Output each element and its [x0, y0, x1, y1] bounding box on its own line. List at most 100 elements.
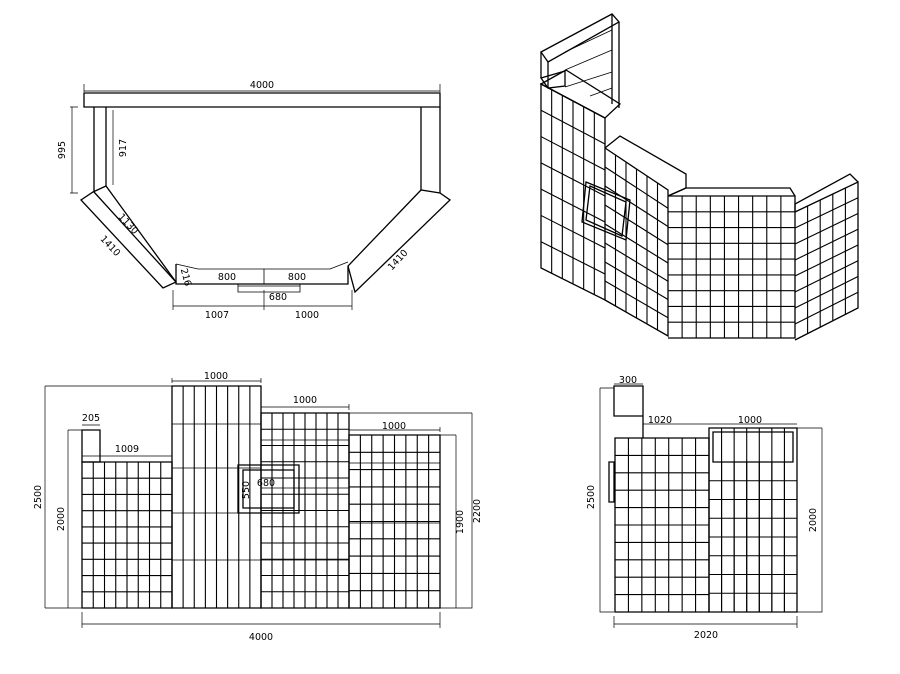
plan-left-diagonal-inner — [93, 191, 177, 283]
plan-front — [175, 264, 349, 285]
grid-horizontal — [794, 213, 859, 245]
plan-dim-niche: 680 — [269, 292, 287, 303]
plan-dim-short: 216 — [178, 267, 193, 287]
side-dim-height-max-label: 2500 — [586, 485, 597, 509]
front-elevation: 1000 1000 1000 1009 205 680 550 4000 250… — [33, 371, 483, 643]
side-tile-grid — [615, 428, 797, 612]
front-dim-height-right-inner — [440, 434, 457, 609]
plan-dim-seg-right: 800 — [288, 272, 306, 283]
grid-horizontal — [540, 241, 606, 275]
iso-col1-top — [539, 69, 622, 119]
side-dim-post-label: 300 — [619, 375, 637, 386]
side-elevation: 300 1020 1000 2500 2000 2020 — [586, 375, 823, 641]
plan-dim-diag-right: 1410 — [386, 248, 411, 273]
plan-left-wall — [93, 107, 107, 192]
plan-dim-diag-inner: 1130 — [116, 212, 141, 237]
front-dim-post-label: 205 — [82, 413, 100, 424]
plan-right-wall — [420, 107, 441, 193]
plan-left-diagonal — [80, 185, 177, 289]
grid-horizontal — [540, 214, 606, 249]
plan-dim-depth-outer: 995 — [57, 141, 68, 159]
front-dim-col2 — [171, 378, 262, 383]
plan-dim-depth-inner: 917 — [118, 139, 129, 157]
grid-horizontal — [540, 188, 606, 223]
plan-view: 4000 995 917 1130 1410 1410 216 800 800 … — [57, 80, 452, 321]
front-dim-height-left-label: 2000 — [56, 507, 67, 531]
grid-horizontal — [604, 185, 669, 227]
front-dim-col3-label: 1000 — [293, 395, 317, 406]
iso-col2 — [604, 147, 669, 338]
iso-back-top — [540, 13, 621, 63]
front-dim-height-left — [67, 429, 82, 608]
front-dim-total-label: 4000 — [249, 632, 273, 643]
side-dim-left-label: 1020 — [648, 415, 672, 426]
grid-horizontal — [794, 276, 859, 309]
grid-horizontal — [794, 291, 859, 325]
grid-horizontal — [604, 242, 669, 282]
grid-horizontal — [794, 228, 859, 261]
front-dim-height-max-label: 2500 — [33, 485, 44, 509]
front-dim-col3 — [260, 404, 350, 410]
grid-horizontal — [540, 136, 606, 171]
plan-top-rail — [83, 92, 441, 108]
front-dim-niche-h-label: 550 — [241, 481, 252, 499]
grid-horizontal — [604, 166, 669, 209]
grid-horizontal — [604, 280, 669, 319]
side-dim-height-right-label: 2000 — [808, 508, 819, 532]
grid-horizontal — [794, 197, 859, 229]
front-dim-height-max — [44, 385, 172, 609]
front-niche — [237, 464, 300, 514]
iso-back-shelves — [564, 29, 613, 97]
isometric-tile-grid — [540, 89, 859, 338]
grid-horizontal — [540, 109, 606, 145]
side-dim-height-max-line — [599, 387, 614, 613]
grid-horizontal — [794, 244, 859, 277]
front-tile-grid — [82, 386, 440, 609]
front-dim-height-right-outer-label: 2200 — [472, 499, 483, 523]
iso-niche — [581, 181, 631, 241]
plan-niche-outline — [237, 284, 301, 293]
grid-horizontal — [604, 204, 669, 246]
plan-depth-dim-line — [70, 106, 78, 194]
plan-right-diagonal — [347, 189, 452, 294]
plan-dim-width: 4000 — [250, 80, 274, 91]
grid-horizontal — [540, 162, 606, 197]
front-dim-total — [81, 612, 441, 628]
side-right-block — [708, 427, 798, 613]
front-dim-height-right-inner-label: 1900 — [455, 510, 466, 534]
grid-horizontal — [604, 223, 669, 264]
grid-horizontal — [604, 261, 669, 300]
front-dim-col2-label: 1000 — [204, 371, 228, 382]
side-top-panel — [712, 431, 794, 463]
iso-col4-top — [794, 173, 859, 212]
plan-dim-diag-outer: 1410 — [98, 234, 123, 259]
iso-col4 — [794, 180, 859, 341]
plan-width-dim-line — [83, 84, 441, 92]
side-dim-right-label: 1000 — [738, 415, 762, 426]
grid-horizontal — [794, 260, 859, 293]
front-dim-height-right-outer — [349, 412, 473, 609]
plan-dim-base-left: 1007 — [205, 310, 229, 321]
plan-dim-base-right: 1000 — [295, 310, 319, 321]
isometric-view — [539, 13, 859, 341]
front-shelf-lines — [172, 423, 440, 561]
front-post — [81, 429, 101, 463]
iso-back-step — [539, 70, 566, 89]
front-dim-col1-label: 1009 — [115, 444, 139, 455]
plan-dim-seg-left: 800 — [218, 272, 236, 283]
iso-back-panel — [540, 14, 620, 108]
front-dim-col4-label: 1000 — [382, 421, 406, 432]
side-dim-total-label: 2020 — [694, 630, 718, 641]
plan-front-inner — [175, 261, 349, 270]
side-post — [613, 385, 644, 438]
plan-base-dim-line — [172, 290, 353, 310]
side-dim-total-line — [613, 616, 798, 628]
side-handle — [608, 461, 615, 503]
side-dim-height-right-line — [797, 427, 823, 613]
iso-col3-top — [667, 187, 796, 197]
front-dim-niche-w-label: 680 — [257, 478, 275, 489]
front-dim-col4 — [348, 427, 441, 432]
iso-col3 — [668, 195, 796, 339]
iso-col2-top — [604, 135, 687, 197]
